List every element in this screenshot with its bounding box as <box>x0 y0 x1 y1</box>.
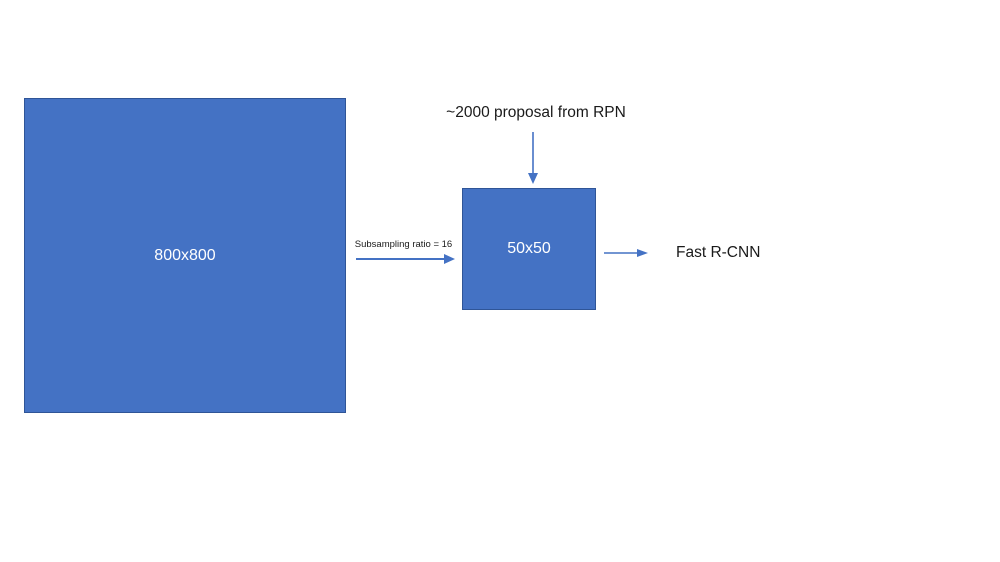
subsampling-arrow <box>356 254 455 264</box>
input-image-box-label: 800x800 <box>154 246 216 264</box>
proposal-annotation-label: ~2000 proposal from RPN <box>446 104 626 121</box>
output-arrow <box>604 249 648 257</box>
proposal-arrow-head <box>528 173 538 184</box>
output-label: Fast R-CNN <box>676 244 761 261</box>
feature-map-box: 50x50 <box>462 188 596 310</box>
proposal-arrow <box>528 132 538 184</box>
subsampling-arrow-head <box>444 254 455 264</box>
subsampling-ratio-label: Subsampling ratio = 16 <box>354 239 453 250</box>
input-image-box: 800x800 <box>24 98 346 413</box>
feature-map-box-label: 50x50 <box>507 240 551 257</box>
output-arrow-head <box>637 249 648 257</box>
